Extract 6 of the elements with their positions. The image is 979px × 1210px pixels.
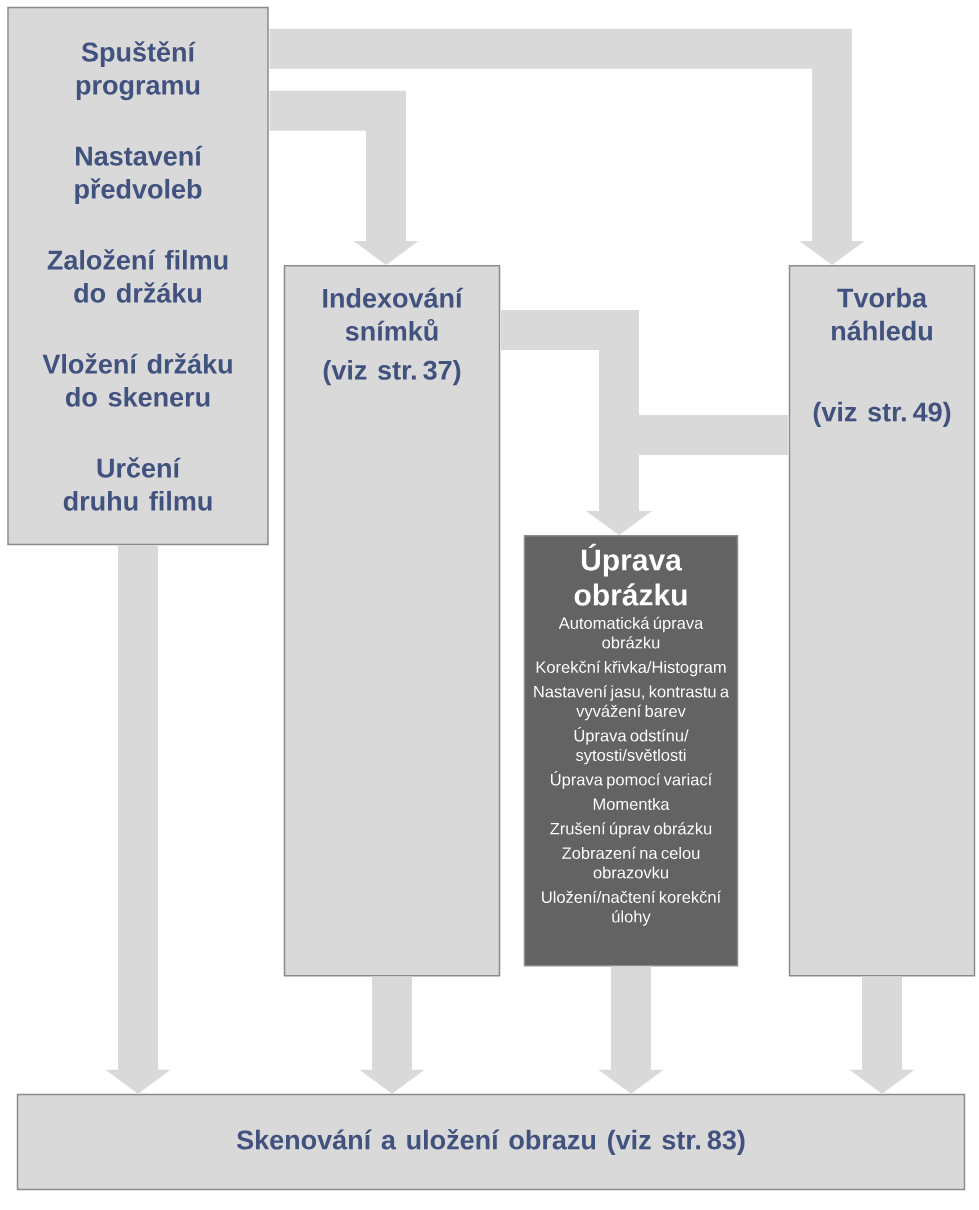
step-list-box: Spuštění programu Nastavení předvoleb Založení filmu do držáku Vložení držáku do skeneru Určení druhu filmu	[7, 6, 269, 546]
process-column: Úprava obrázku Automatická úprava obrázku Korekční křivka/Histogram Nastavení jasu, kontrastu a vyvážení barev Úprava odstínu/ sytosti/světlosti Úprava pomocí variací Momentka Zrušení úprav obrázku Zobrazení na celou obrazovku Uložení/načtení korekční úlohy	[523, 535, 739, 967]
block-arrow	[269, 28, 865, 265]
process-column: Tvorba náhledu (viz str. 49)	[788, 265, 976, 977]
process-column: Indexování snímků (viz str. 37)	[283, 265, 501, 977]
block-arrow	[269, 90, 419, 265]
